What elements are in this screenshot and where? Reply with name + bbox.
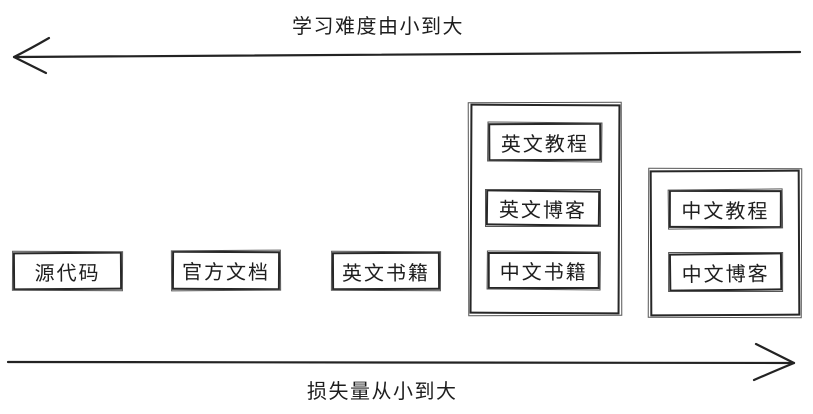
box-english-tutorials: 英文教程 [488, 122, 602, 162]
box-english-blogs: 英文博客 [485, 189, 601, 227]
box-english-books-label: 英文书籍 [341, 262, 431, 285]
box-chinese-blogs-label: 中文博客 [681, 262, 770, 286]
group-english-resources: 英文教程 英文博客 中文书籍 [469, 103, 621, 315]
arrow-left-icon [12, 36, 802, 75]
box-source-code: 源代码 [12, 251, 123, 291]
box-official-docs: 官方文档 [171, 250, 281, 291]
box-english-books: 英文书籍 [331, 251, 441, 291]
box-source-code-label: 源代码 [34, 262, 101, 285]
box-english-tutorials-label: 英文教程 [500, 133, 589, 156]
box-chinese-tutorials: 中文教程 [668, 189, 782, 229]
box-chinese-blogs: 中文博客 [668, 252, 783, 292]
box-english-blogs-label: 英文博客 [498, 198, 588, 222]
bottom-axis-label: 损失量从小到大 [307, 381, 458, 403]
box-official-docs-label: 官方文档 [181, 261, 271, 285]
group-chinese-resources: 中文教程 中文博客 [649, 169, 801, 317]
box-chinese-tutorials-label: 中文教程 [681, 200, 770, 223]
box-chinese-books-label: 中文书籍 [499, 261, 588, 285]
box-chinese-books: 中文书籍 [487, 251, 600, 290]
top-axis-label: 学习难度由小到大 [292, 16, 464, 38]
